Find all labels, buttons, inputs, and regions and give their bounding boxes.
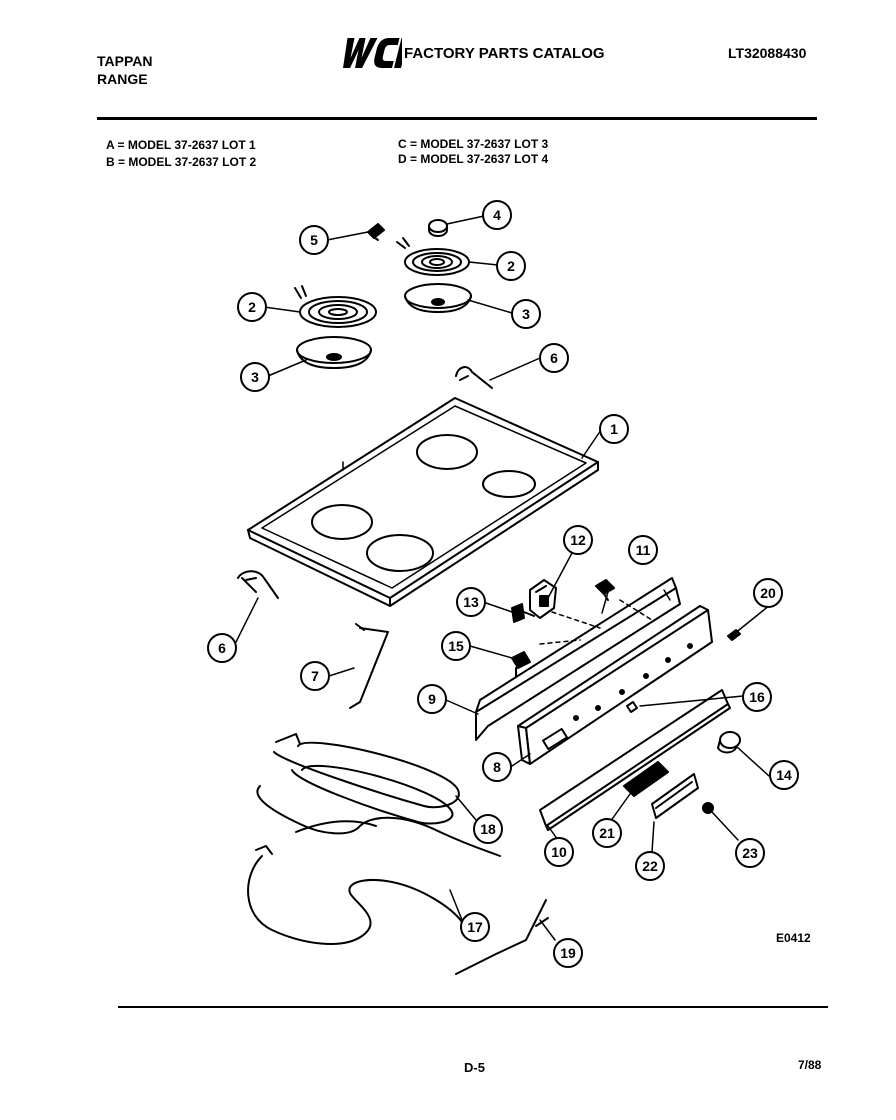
callout-label: 2 bbox=[507, 258, 515, 274]
callout-c2b: 2 bbox=[496, 251, 526, 281]
callout-c16: 16 bbox=[742, 682, 772, 712]
callout-c11: 11 bbox=[628, 535, 658, 565]
part-lens bbox=[651, 773, 699, 819]
part-cooktop bbox=[247, 397, 599, 607]
callout-label: 23 bbox=[742, 845, 758, 861]
catalog-title: FACTORY PARTS CATALOG bbox=[404, 45, 605, 62]
model-a: A = MODEL 37-2637 LOT 1 bbox=[106, 138, 256, 152]
callout-c2a: 2 bbox=[237, 292, 267, 322]
callout-c20: 20 bbox=[753, 578, 783, 608]
brand-name: TAPPAN RANGE bbox=[97, 52, 152, 88]
page-number: D-5 bbox=[464, 1060, 485, 1075]
model-c: C = MODEL 37-2637 LOT 3 bbox=[398, 137, 549, 151]
callout-c22: 22 bbox=[635, 851, 665, 881]
part-knob bbox=[717, 731, 741, 754]
brand-line-2: RANGE bbox=[97, 71, 148, 87]
part-terminal-connector bbox=[367, 223, 385, 241]
callout-label: 22 bbox=[642, 858, 658, 874]
callout-label: 6 bbox=[550, 350, 558, 366]
callout-label: 15 bbox=[448, 638, 464, 654]
callout-label: 1 bbox=[610, 421, 618, 437]
callout-c23: 23 bbox=[735, 838, 765, 868]
callout-c14: 14 bbox=[769, 760, 799, 790]
callout-c10: 10 bbox=[544, 837, 574, 867]
part-nut bbox=[702, 802, 714, 814]
callout-c13: 13 bbox=[456, 587, 486, 617]
callout-label: 2 bbox=[248, 299, 256, 315]
revision-date: 7/88 bbox=[798, 1058, 822, 1072]
callout-label: 3 bbox=[251, 369, 259, 385]
drawing-code: E0412 bbox=[776, 931, 811, 945]
part-bake-element bbox=[256, 733, 501, 857]
callout-label: 12 bbox=[570, 532, 586, 548]
part-clip-lower bbox=[237, 570, 279, 599]
callout-label: 4 bbox=[493, 207, 501, 223]
callout-label: 17 bbox=[467, 919, 483, 935]
footer-rule bbox=[118, 1006, 828, 1008]
brand-line-1: TAPPAN bbox=[97, 53, 153, 69]
part-drip-bowl-large bbox=[296, 336, 372, 369]
callout-c8: 8 bbox=[482, 752, 512, 782]
callout-label: 11 bbox=[636, 542, 651, 558]
part-infinite-switch bbox=[529, 579, 557, 619]
callout-label: 16 bbox=[749, 689, 765, 705]
part-bracket-rod bbox=[349, 623, 389, 709]
part-lower-trim bbox=[539, 689, 731, 831]
part-cap bbox=[428, 219, 448, 237]
callout-label: 20 bbox=[760, 585, 776, 601]
part-switch bbox=[595, 579, 615, 601]
callout-label: 21 bbox=[599, 825, 615, 841]
part-broil-element bbox=[247, 820, 463, 945]
callout-c3a: 3 bbox=[240, 362, 270, 392]
callout-label: 6 bbox=[218, 640, 226, 656]
part-control-panel bbox=[517, 605, 713, 765]
callout-c12: 12 bbox=[563, 525, 593, 555]
callout-label: 7 bbox=[311, 668, 319, 684]
model-d: D = MODEL 37-2637 LOT 4 bbox=[398, 152, 549, 166]
callout-c6a: 6 bbox=[207, 633, 237, 663]
part-clip-upper bbox=[455, 366, 493, 389]
callout-c21: 21 bbox=[592, 818, 622, 848]
callout-label: 9 bbox=[428, 691, 436, 707]
callout-c9: 9 bbox=[417, 684, 447, 714]
callout-c3b: 3 bbox=[511, 299, 541, 329]
part-surface-element-large bbox=[294, 285, 377, 328]
callout-label: 8 bbox=[493, 759, 501, 775]
part-clock bbox=[623, 761, 669, 797]
callout-c4: 4 bbox=[482, 200, 512, 230]
part-drip-bowl-small bbox=[404, 283, 472, 313]
callout-label: 19 bbox=[560, 945, 576, 961]
part-backguard-trim bbox=[475, 577, 681, 741]
part-signal-light bbox=[511, 603, 535, 623]
callout-c1: 1 bbox=[599, 414, 629, 444]
callout-c6b: 6 bbox=[539, 343, 569, 373]
callout-c7: 7 bbox=[300, 661, 330, 691]
callout-label: 5 bbox=[310, 232, 318, 248]
callout-c15: 15 bbox=[441, 631, 471, 661]
callout-label: 14 bbox=[776, 767, 792, 783]
model-b: B = MODEL 37-2637 LOT 2 bbox=[106, 155, 257, 169]
header-rule bbox=[97, 117, 817, 120]
part-surface-element-small bbox=[396, 237, 470, 276]
callout-label: 18 bbox=[480, 821, 496, 837]
callout-c17: 17 bbox=[460, 912, 490, 942]
callout-label: 3 bbox=[522, 306, 530, 322]
callout-c18: 18 bbox=[473, 814, 503, 844]
callout-label: 10 bbox=[551, 844, 567, 860]
callout-label: 13 bbox=[463, 594, 479, 610]
callout-c5: 5 bbox=[299, 225, 329, 255]
document-number: LT32088430 bbox=[728, 45, 807, 61]
wci-logo bbox=[343, 38, 402, 68]
part-switch-15 bbox=[511, 651, 531, 677]
callout-c19: 19 bbox=[553, 938, 583, 968]
